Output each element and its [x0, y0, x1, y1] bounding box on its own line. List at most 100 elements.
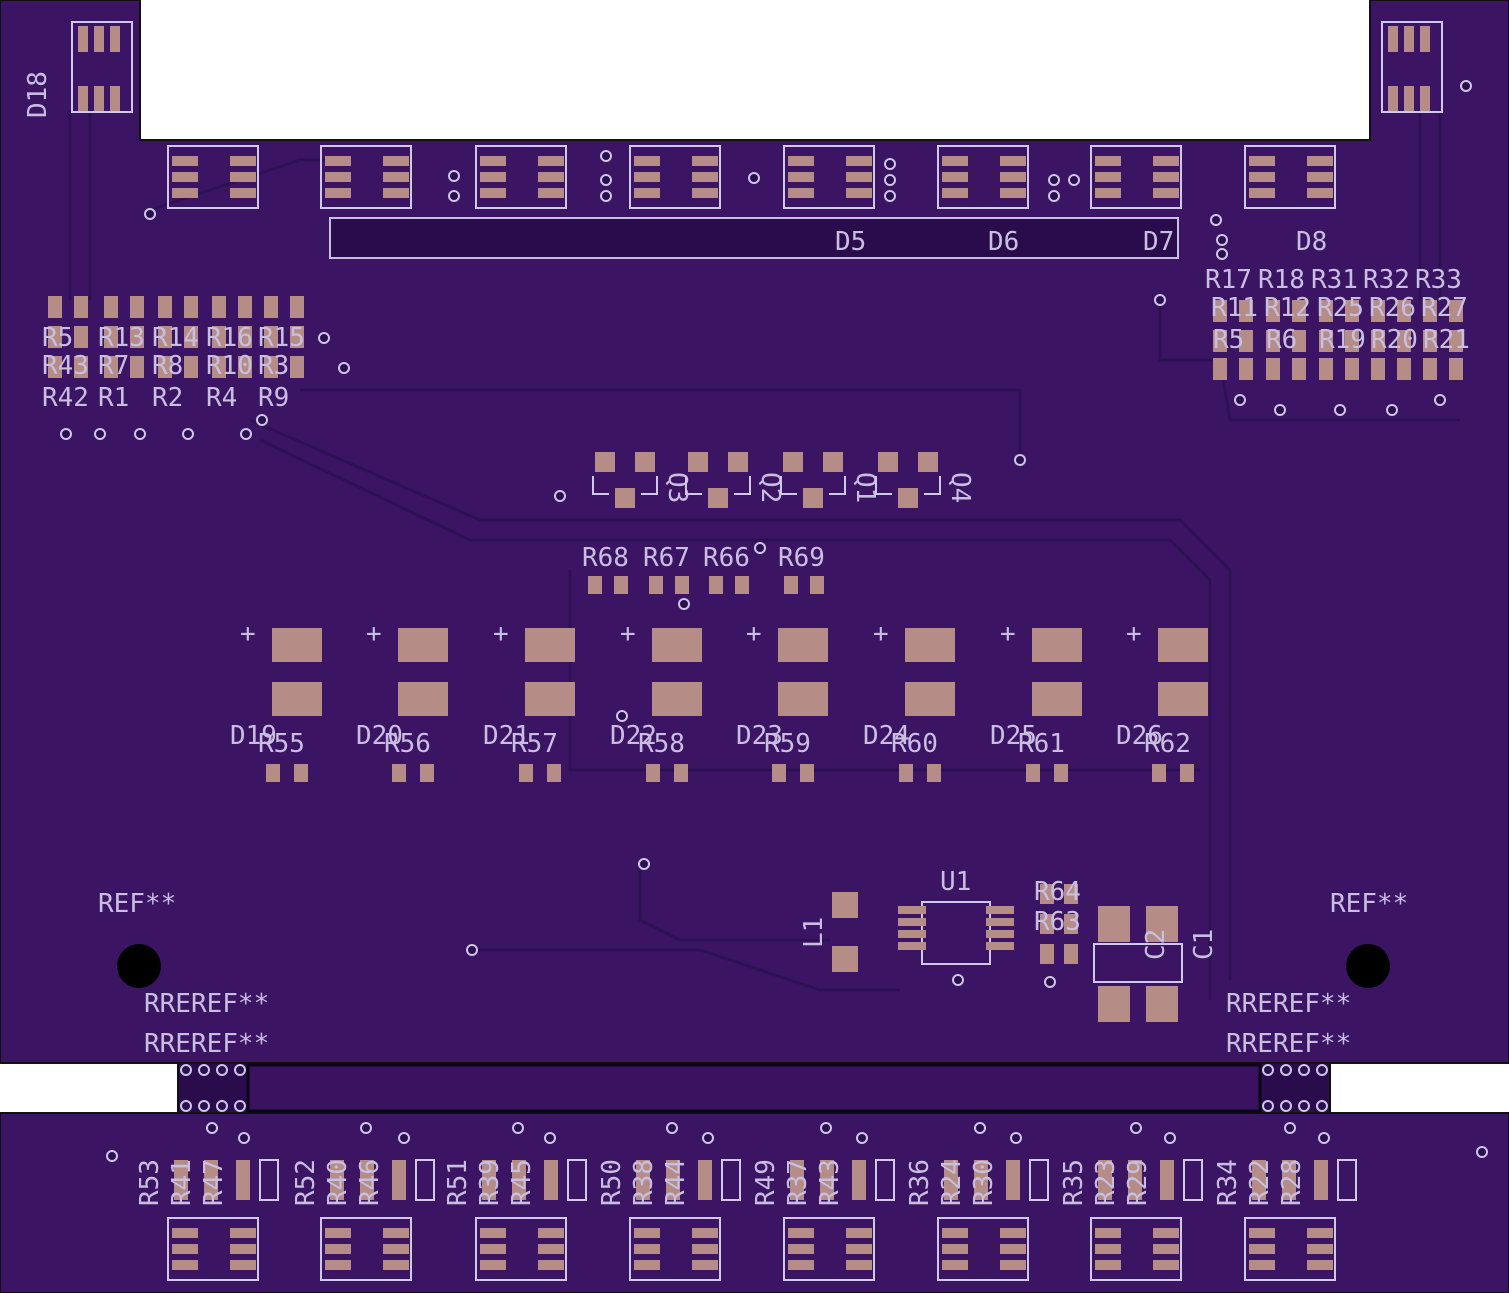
top-diode-0-pad [172, 156, 198, 166]
left-res-row3: R2 [152, 383, 183, 413]
via [1210, 214, 1222, 226]
diode-label-D7: D7 [1143, 227, 1174, 257]
pad [104, 296, 118, 318]
pad [852, 1160, 866, 1200]
bottom-diode-1-outline [320, 1217, 412, 1281]
bottom-diode-6-pad [1153, 1244, 1179, 1254]
q-pad [688, 452, 708, 472]
mid-res-R69: R69 [778, 543, 825, 573]
ref-left: REF** [98, 889, 176, 919]
pad [614, 576, 628, 594]
d-corner-pad [1388, 86, 1398, 112]
pad [698, 1160, 712, 1200]
cap-pad [272, 682, 322, 716]
u1-label: U1 [940, 867, 971, 897]
pad [1098, 906, 1130, 942]
cap-pad [778, 682, 828, 716]
pad [1345, 300, 1359, 322]
cap-pad [525, 628, 575, 662]
cap-diode-D25: D25 [990, 721, 1037, 751]
bottom-res-R51: R51 [443, 1159, 473, 1206]
pad [1449, 330, 1463, 352]
bottom-diode-3-pad [692, 1244, 718, 1254]
cap-res-R61: R61 [1018, 729, 1065, 759]
cap-pad [1158, 628, 1208, 662]
pad [674, 764, 688, 782]
right-res-row3: R21 [1423, 325, 1470, 355]
via [198, 1100, 210, 1112]
via [234, 1100, 246, 1112]
top-diode-7-pad [1307, 188, 1333, 198]
q-pad [878, 452, 898, 472]
d18-pad [78, 26, 88, 52]
d18-pad [78, 86, 88, 112]
via [1262, 1100, 1274, 1112]
transistor-Q3: Q3 [662, 472, 692, 503]
cap-pad [398, 628, 448, 662]
diode-label-D6: D6 [988, 227, 1019, 257]
via [884, 174, 896, 186]
top-diode-4-pad [788, 156, 814, 166]
via [1284, 1122, 1296, 1134]
via [256, 414, 268, 426]
left-res-row1: R16 [206, 323, 253, 353]
q-pad [823, 452, 843, 472]
bottom-diode-0-pad [172, 1244, 198, 1254]
top-diode-6-pad [1095, 172, 1121, 182]
bottom-diode-2-pad [480, 1244, 506, 1254]
bottom-diode-6-outline [1090, 1217, 1182, 1281]
pad [898, 906, 926, 914]
via [1476, 1146, 1488, 1158]
pad [392, 764, 406, 782]
bottom-diode-5-pad [942, 1260, 968, 1270]
bottom-diode-7-pad [1307, 1260, 1333, 1270]
d-corner-pad [1404, 26, 1414, 52]
via [1316, 1100, 1328, 1112]
bottom-diode-3-outline [629, 1217, 721, 1281]
via [1164, 1132, 1176, 1144]
q-pad [783, 452, 803, 472]
bottom-diode-1-pad [383, 1228, 409, 1238]
pad [1345, 330, 1359, 352]
cap-res-R56: R56 [384, 729, 431, 759]
pad [290, 296, 304, 318]
pad [1213, 330, 1227, 352]
res-outline [721, 1159, 741, 1201]
top-diode-7-pad [1307, 172, 1333, 182]
cap-diode-D20: D20 [356, 721, 403, 751]
via [106, 1150, 118, 1162]
bottom-diode-0-pad [230, 1260, 256, 1270]
top-diode-3-pad [634, 156, 660, 166]
bottom-diode-2-pad [538, 1228, 564, 1238]
pad [48, 356, 62, 378]
left-res-row3: R9 [258, 383, 289, 413]
bottom-res-R22: R22 [1245, 1159, 1275, 1206]
bottom-diode-6-pad [1095, 1228, 1121, 1238]
bottom-res-R52: R52 [291, 1159, 321, 1206]
left-res-row2: R3 [258, 351, 289, 381]
cap-pad [905, 682, 955, 716]
bottom-res-R28: R28 [1277, 1159, 1307, 1206]
via [748, 172, 760, 184]
top-diode-6-pad [1153, 156, 1179, 166]
via [1386, 404, 1398, 416]
top-diode-0-pad [172, 172, 198, 182]
pad [74, 326, 88, 348]
via [1434, 394, 1446, 406]
pad [1371, 358, 1385, 380]
pad [104, 356, 118, 378]
ref-stack-right-2: RREREF** [1226, 1029, 1351, 1059]
via [1280, 1064, 1292, 1076]
pad [74, 296, 88, 318]
bottom-diode-5-pad [942, 1244, 968, 1254]
top-diode-7-outline [1244, 145, 1336, 209]
top-diode-3-pad [692, 156, 718, 166]
pad [1423, 300, 1437, 322]
pad [212, 326, 226, 348]
pad [1345, 358, 1359, 380]
via [884, 190, 896, 202]
bottom-res-R50: R50 [597, 1159, 627, 1206]
bottom-res-R40: R40 [323, 1159, 353, 1206]
cap-diode-D22: D22 [610, 721, 657, 751]
q-outline [685, 476, 751, 495]
